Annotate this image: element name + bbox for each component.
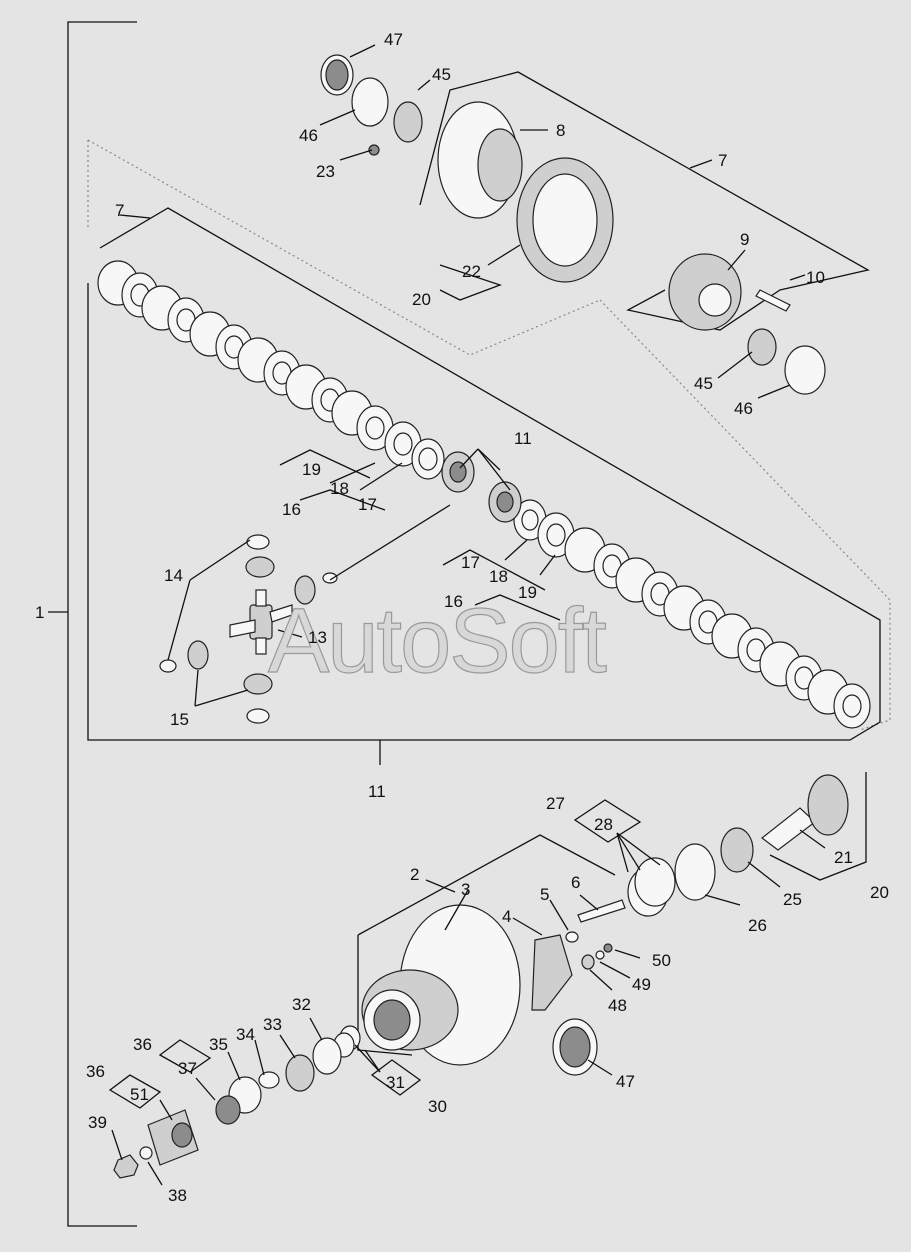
callout-19-upper: 19 — [302, 460, 321, 479]
callout-38: 38 — [168, 1186, 187, 1205]
callout-32: 32 — [292, 995, 311, 1014]
dotted-envelope — [87, 139, 891, 731]
callout-2: 2 — [410, 865, 419, 884]
callout-45-top: 45 — [432, 65, 451, 84]
callout-19-lower: 19 — [518, 583, 537, 602]
callout-46-right: 46 — [734, 399, 753, 418]
callout-22: 22 — [462, 262, 481, 281]
callout-18-upper: 18 — [330, 479, 349, 498]
callout-10: 10 — [806, 268, 825, 287]
callout-20-upper: 20 — [412, 290, 431, 309]
watermark: AutoSoft — [268, 590, 606, 692]
callout-48: 48 — [608, 996, 627, 1015]
callout-17-upper: 17 — [358, 495, 377, 514]
callout-5: 5 — [540, 885, 549, 904]
leader-lines — [111, 44, 826, 1186]
callout-50: 50 — [652, 951, 671, 970]
callout-7-upper: 7 — [718, 151, 727, 170]
callout-20-pinion: 20 — [870, 883, 889, 902]
input-group — [108, 1025, 422, 1179]
callout-28: 28 — [594, 815, 613, 834]
callout-36-upper: 36 — [133, 1035, 152, 1054]
callout-1: 1 — [35, 603, 44, 622]
callout-35: 35 — [209, 1035, 228, 1054]
diff-case-9 — [668, 253, 791, 331]
callout-51: 51 — [130, 1085, 149, 1104]
callout-11-bracket: 11 — [368, 782, 386, 801]
callout-37: 37 — [178, 1059, 197, 1078]
callout-17-lower: 17 — [461, 553, 480, 572]
carrier-housing — [357, 834, 626, 1076]
callout-labels: 1 2 3 4 5 6 7 7 8 9 10 11 11 13 14 15 16… — [35, 30, 889, 1205]
callout-49: 49 — [632, 975, 651, 994]
callout-15: 15 — [170, 710, 189, 729]
callout-39: 39 — [88, 1113, 107, 1132]
callout-16-lower: 16 — [444, 592, 463, 611]
pinion-group — [573, 772, 867, 917]
callout-30: 30 — [428, 1097, 447, 1116]
callout-46-top: 46 — [299, 126, 318, 145]
callout-6: 6 — [571, 873, 580, 892]
callout-27: 27 — [546, 794, 565, 813]
callout-4: 4 — [502, 907, 511, 926]
callout-3: 3 — [461, 880, 470, 899]
callout-33: 33 — [263, 1015, 282, 1034]
callout-18-lower: 18 — [489, 567, 508, 586]
assembly-bracket-1 — [48, 21, 137, 1227]
callout-34: 34 — [236, 1025, 255, 1044]
callout-23: 23 — [316, 162, 335, 181]
clutch-discs-upper — [97, 260, 445, 480]
callout-8: 8 — [556, 121, 565, 140]
callout-25: 25 — [783, 890, 802, 909]
upper-bracket — [419, 71, 870, 331]
callout-47-bottom: 47 — [616, 1072, 635, 1091]
callout-13: 13 — [308, 628, 327, 647]
callout-11-gears: 11 — [514, 429, 532, 448]
callout-26: 26 — [748, 916, 767, 935]
callout-9: 9 — [740, 230, 749, 249]
clutch-bracket — [87, 207, 881, 765]
callout-36-lower: 36 — [86, 1062, 105, 1081]
callout-47-top: 47 — [384, 30, 403, 49]
callout-7-clutch: 7 — [115, 201, 124, 220]
clutch-discs-lower — [513, 499, 871, 729]
spider-pinion-set — [159, 534, 338, 724]
callout-45-right: 45 — [694, 374, 713, 393]
diff-case-8-and-ring-gear — [437, 101, 614, 283]
bearings-top — [320, 54, 826, 395]
callout-14: 14 — [164, 566, 183, 585]
callout-21: 21 — [834, 848, 853, 867]
callout-31: 31 — [386, 1073, 405, 1092]
side-gears — [441, 451, 522, 523]
callout-16-upper: 16 — [282, 500, 301, 519]
